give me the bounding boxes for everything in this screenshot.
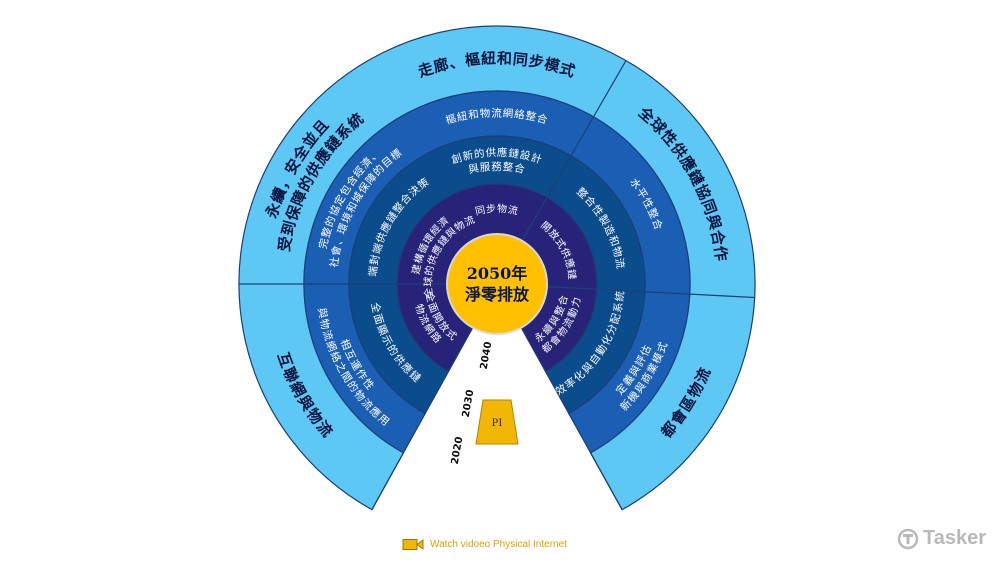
watch-video-link-text: Watch vidoeo Physical Internet — [430, 539, 567, 550]
brand-name: Tasker — [922, 527, 986, 549]
sector-divider-2 — [546, 286, 755, 299]
timeline-year-2030: 2030 — [461, 389, 477, 418]
pi-label: PI — [492, 415, 503, 429]
timeline-year-2020: 2020 — [450, 436, 466, 465]
sector-dividers — [239, 60, 755, 510]
center-goal-disc — [446, 233, 548, 335]
watch-video-link[interactable]: Watch vidoeo Physical Internet — [402, 538, 567, 551]
tasker-logo-icon — [897, 528, 919, 549]
pi-trapezoid-box — [475, 399, 519, 445]
sector-divider-1 — [521, 60, 627, 241]
concentric-rings — [238, 25, 756, 511]
gap-edge-left — [590, 452, 623, 510]
center-goal-label: 淨零排放 — [465, 285, 530, 304]
tasker-watermark: Tasker — [897, 527, 986, 550]
center-goal-year: 2050年 — [467, 264, 528, 283]
timeline-year-2040: 2040 — [479, 341, 495, 370]
ring3-sector1-label-line2: 與服務整合 — [467, 160, 527, 176]
video-camera-icon — [402, 539, 424, 550]
gap-edge-right — [371, 452, 404, 510]
